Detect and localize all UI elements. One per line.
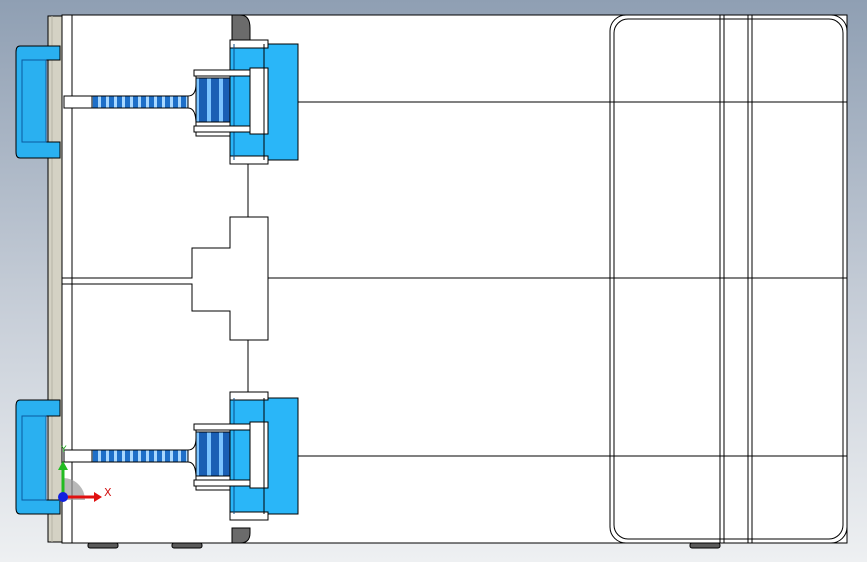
origin-sphere-icon xyxy=(58,492,68,502)
top-left-clamp xyxy=(15,45,61,159)
triad-plane-icon xyxy=(63,478,85,500)
bottom-feet xyxy=(87,542,721,549)
coordinate-triad: X Y xyxy=(58,445,112,502)
top-spring-assembly xyxy=(63,39,299,165)
bottom-left-clamp xyxy=(15,399,61,515)
bottom-spring-assembly xyxy=(63,391,299,521)
y-arrowhead-icon xyxy=(58,461,68,470)
center-t-block xyxy=(71,162,269,392)
x-axis-label: X xyxy=(104,486,112,499)
x-arrowhead-icon xyxy=(94,492,102,502)
right-rounded-frame xyxy=(609,14,848,544)
y-axis-label: Y xyxy=(60,445,67,455)
